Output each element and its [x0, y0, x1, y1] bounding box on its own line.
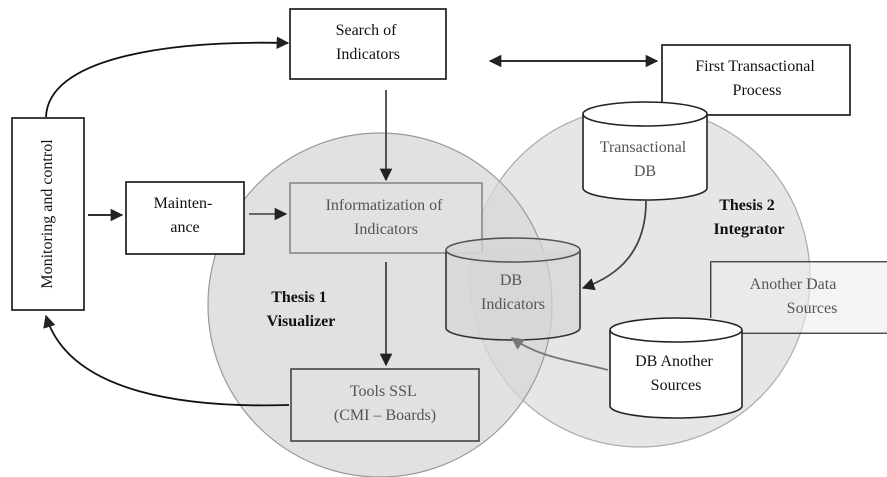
another-data-sources-label: Another Data Sources	[750, 276, 841, 317]
tools-ssl-label: Tools SSL (CMI – Boards)	[334, 383, 436, 424]
arrow-monitoring-to-search	[45, 36, 290, 118]
first-transactional-process-label: First Transactional Process	[695, 58, 819, 99]
thesis1-label: Thesis 1 Visualizer	[267, 289, 336, 330]
db-indicators-label: DB Indicators	[481, 272, 545, 313]
arrow-transactional-db-to-db-indicators	[581, 200, 647, 291]
first-transactional-process-box	[661, 44, 851, 116]
search-of-indicators-box	[289, 8, 447, 80]
transactional-db-label: Transactional DB	[600, 139, 691, 180]
maintenance-box	[125, 181, 245, 255]
thesis2-label: Thesis 2 Integrator	[713, 197, 784, 238]
db-indicators-cylinder	[445, 237, 581, 341]
informatization-of-indicators-box	[289, 182, 483, 254]
maintenance-label: Mainten- ance	[154, 195, 217, 236]
monitoring-and-control-label: Monitoring and control	[39, 139, 56, 289]
db-another-sources-label: DB Another Sources	[635, 353, 717, 394]
arrow-db-another-to-db-indicators	[510, 337, 609, 371]
tools-ssl-box	[290, 368, 480, 442]
informatization-of-indicators-label: Informatization of Indicators	[326, 197, 447, 238]
transactional-db-cylinder	[582, 101, 708, 201]
search-of-indicators-label: Search of Indicators	[336, 22, 401, 63]
monitoring-and-control-box	[11, 117, 85, 311]
arrow-tools-to-monitoring	[43, 314, 290, 407]
db-another-sources-cylinder	[609, 317, 743, 419]
